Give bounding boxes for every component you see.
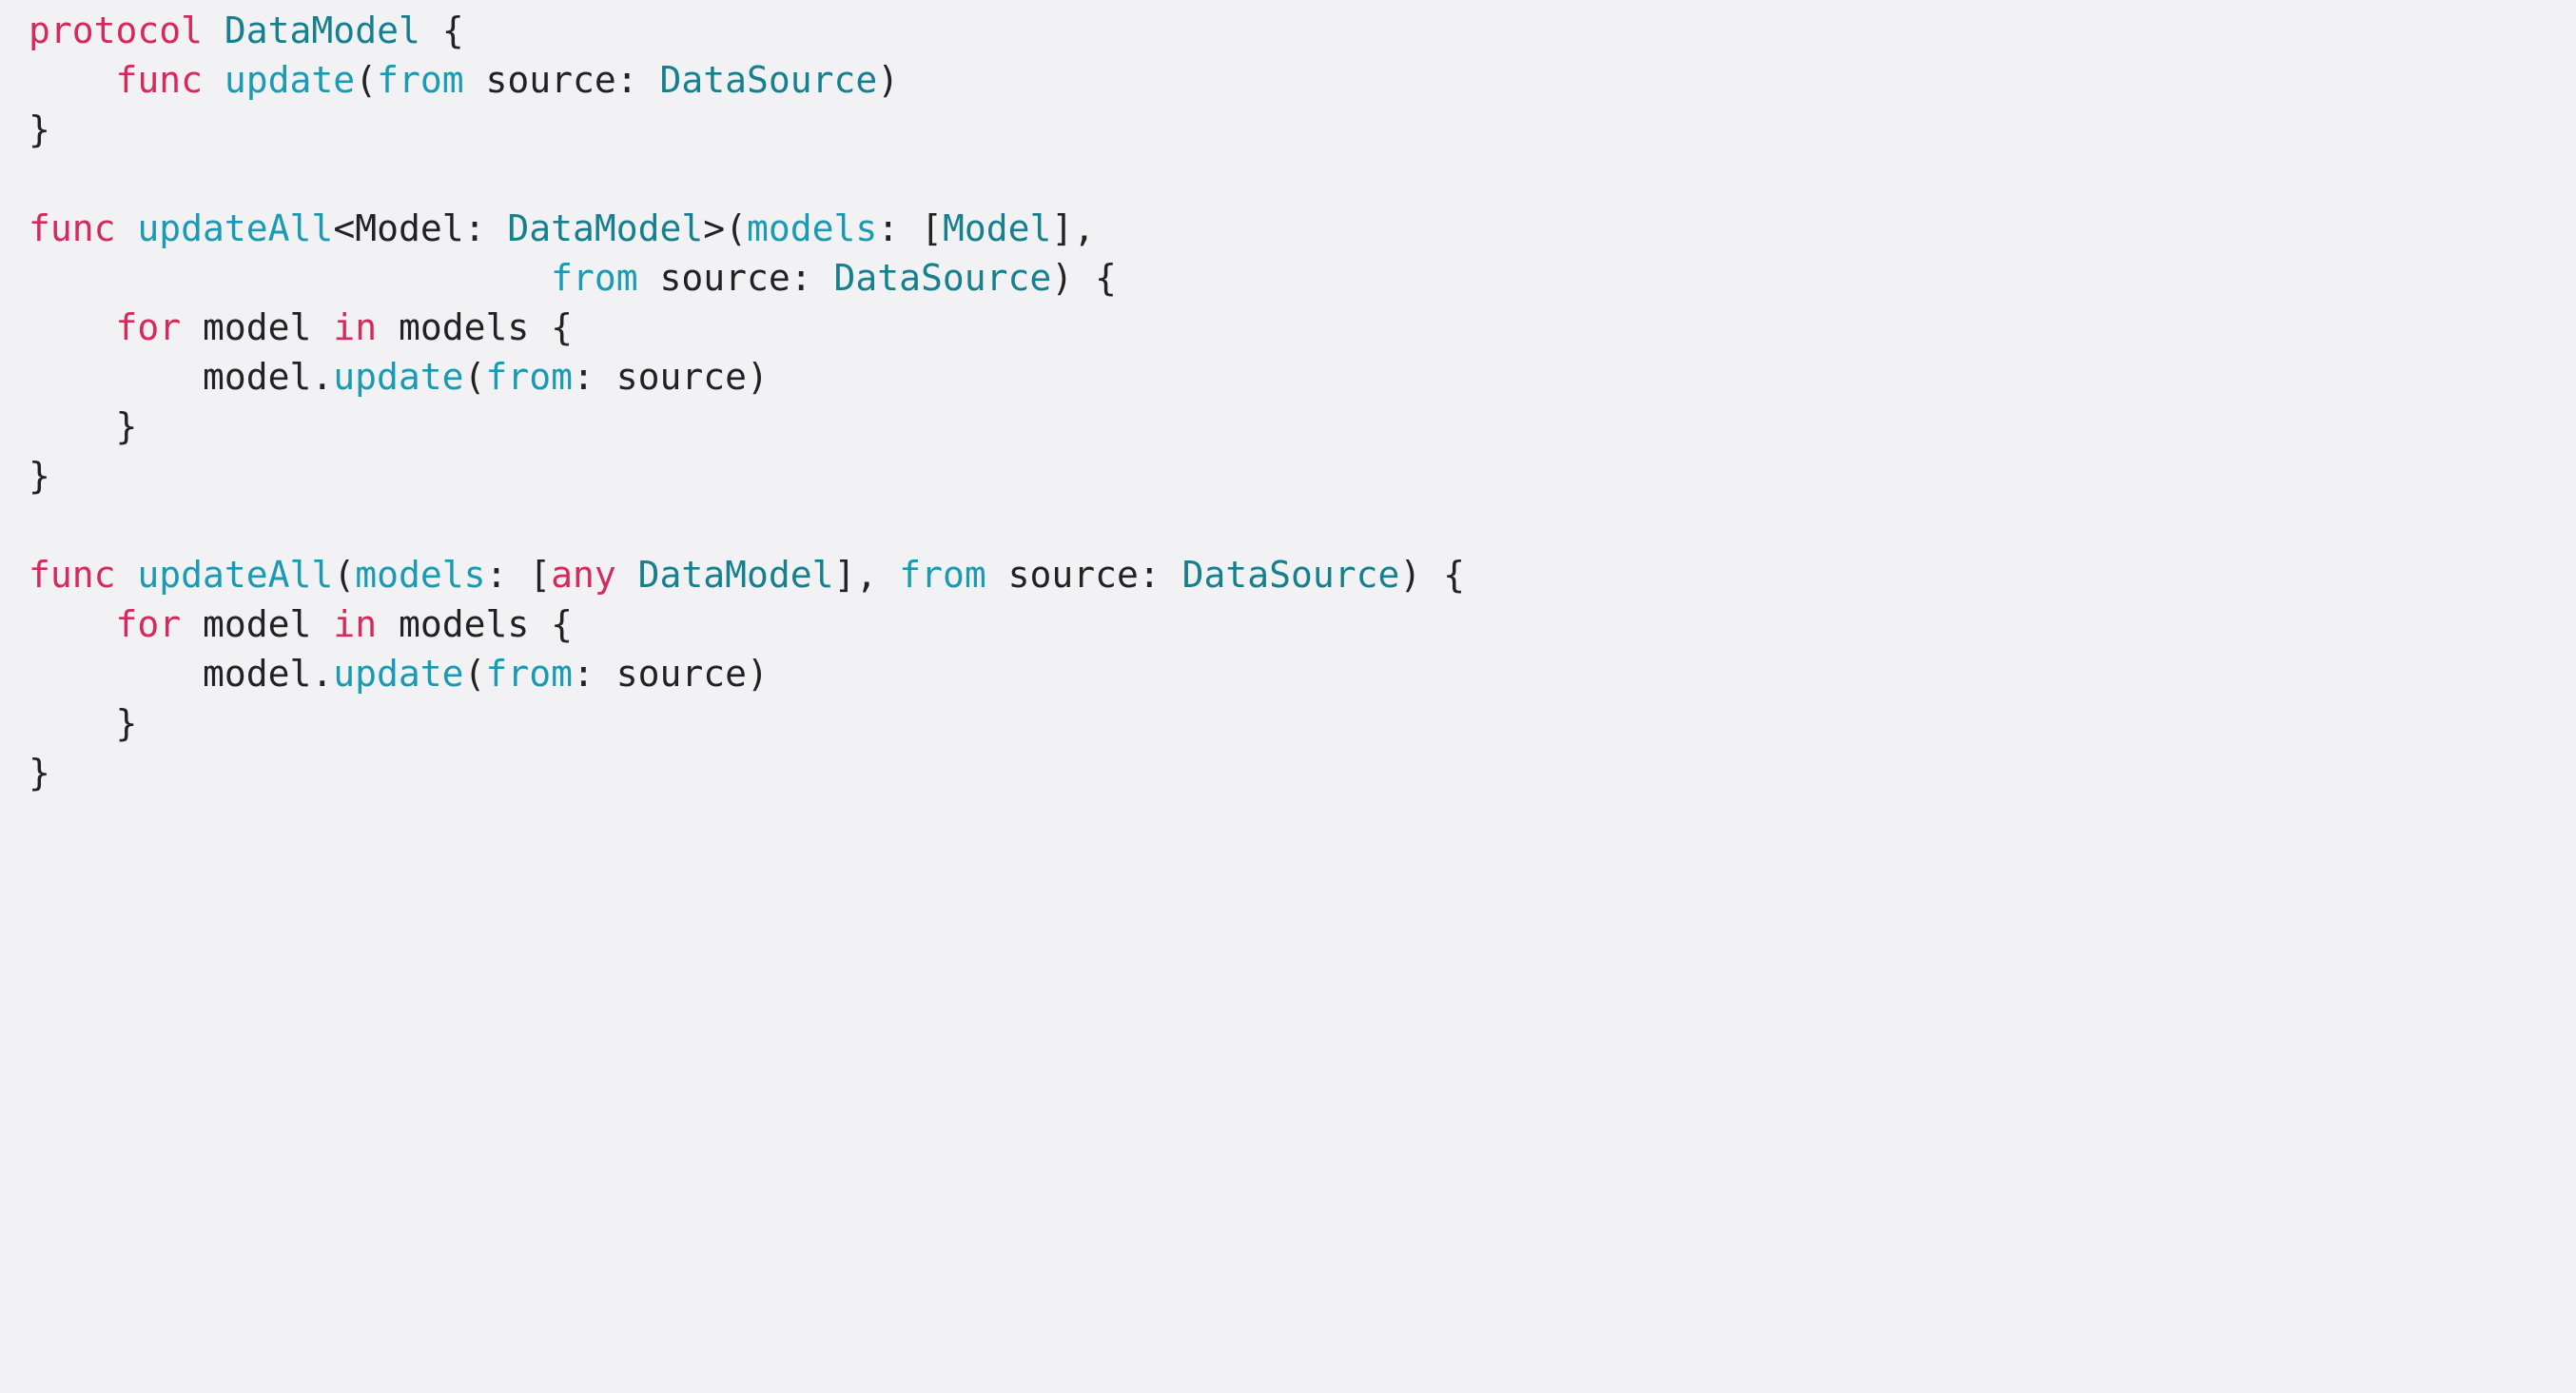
code-token-punct: ( [463,653,486,695]
code-token-plain: model [181,603,334,645]
code-line[interactable]: for model in models { [29,599,2576,649]
code-token-plain: source: [986,554,1182,596]
code-line[interactable]: func update(from source: DataSource) [29,55,2576,105]
code-token-func: updateAll [137,554,334,596]
code-line[interactable]: model.update(from: source) [29,352,2576,402]
code-token-punct: ( [355,59,378,101]
code-line[interactable]: } [29,105,2576,154]
code-token-punct: } [29,752,50,794]
code-token-keyword: in [333,306,378,348]
code-token-label: from [899,554,986,596]
code-token-punct: } [29,455,50,497]
code-token-plain: models { [377,603,573,645]
code-token-plain: : source) [572,653,769,695]
code-token-func: update [224,59,356,101]
code-token-plain [29,59,116,101]
code-token-type: DataSource [833,257,1052,299]
code-token-plain [29,306,116,348]
code-token-punct: } [29,702,138,744]
code-token-label: from [377,59,464,101]
code-token-keyword: for [115,603,182,645]
code-token-plain: source: [463,59,660,101]
code-token-func: updateAll [137,207,334,249]
code-token-punct: >( [703,207,748,249]
code-line[interactable]: for model in models { [29,303,2576,352]
code-line[interactable]: protocol DataModel { [29,6,2576,55]
code-token-plain: model [181,306,334,348]
code-token-keyword: in [333,603,378,645]
code-line[interactable]: } [29,698,2576,748]
code-token-plain: model. [29,356,334,398]
code-token-type: Model [942,207,1052,249]
code-token-punct: ) { [1051,257,1117,299]
code-token-keyword: func [29,207,116,249]
code-line-blank[interactable] [29,154,2576,204]
code-token-plain: <Model: [333,207,508,249]
code-line[interactable]: model.update(from: source) [29,649,2576,698]
code-line[interactable]: from source: DataSource) { [29,253,2576,303]
code-token-type: DataSource [1181,554,1400,596]
code-token-plain: : [ [485,554,552,596]
code-line-blank[interactable] [29,500,2576,550]
code-token-punct: ( [333,554,356,596]
code-token-keyword: func [29,554,116,596]
code-token-plain: ], [833,554,900,596]
code-token-punct: ( [463,356,486,398]
code-token-keyword: any [551,554,616,596]
code-token-type: DataModel [224,10,420,51]
code-token-plain [203,10,224,51]
code-token-func: update [333,653,464,695]
code-token-plain [29,603,116,645]
code-token-plain [116,554,138,596]
code-line[interactable]: } [29,402,2576,451]
code-token-plain [116,207,138,249]
code-token-punct: ) { [1399,554,1466,596]
code-token-type: DataSource [659,59,878,101]
code-token-type: DataModel [637,554,834,596]
code-token-plain: model. [29,653,334,695]
code-token-punct: } [29,108,50,150]
code-token-plain [616,554,638,596]
code-token-plain: models { [377,306,573,348]
code-token-punct: { [420,10,464,51]
code-token-plain: : [ [877,207,943,249]
code-token-punct: ) [877,59,900,101]
code-token-label: models [747,207,878,249]
code-line[interactable]: } [29,451,2576,500]
code-token-plain: source: [637,257,834,299]
code-token-keyword: protocol [29,10,204,51]
code-line[interactable]: func updateAll<Model: DataModel>(models:… [29,204,2576,253]
code-token-label: from [551,257,638,299]
code-token-keyword: func [115,59,204,101]
code-line[interactable]: } [29,748,2576,797]
code-token-label: from [485,653,573,695]
code-token-plain [29,257,551,299]
code-token-type: DataModel [507,207,704,249]
code-token-keyword: for [115,306,182,348]
code-token-label: from [485,356,573,398]
code-line[interactable]: func updateAll(models: [any DataModel], … [29,550,2576,599]
code-token-plain [203,59,224,101]
code-token-func: update [333,356,464,398]
code-token-plain: ], [1051,207,1096,249]
code-token-label: models [355,554,486,596]
code-token-punct: } [29,405,138,447]
code-token-plain: : source) [572,356,769,398]
